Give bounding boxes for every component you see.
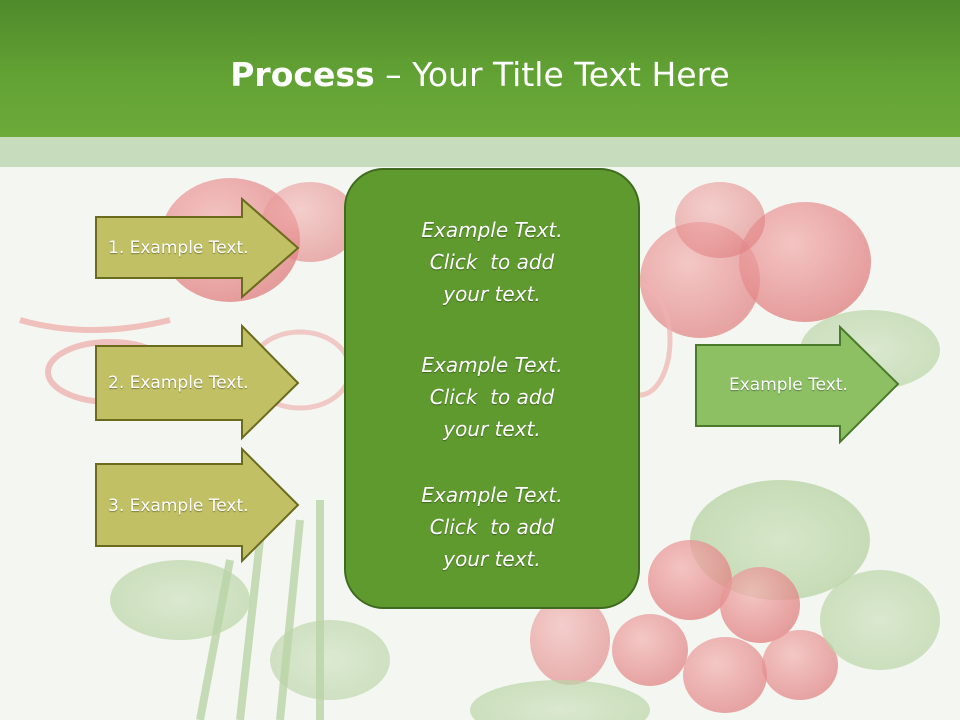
center-line: Click to add xyxy=(429,385,555,409)
center-line: Click to add xyxy=(429,250,555,274)
step-label-3: 3. Example Text. xyxy=(108,495,249,516)
output-arrow[interactable]: Example Text. xyxy=(695,324,900,445)
center-line: Example Text. xyxy=(421,353,563,377)
step-label-1: 1. Example Text. xyxy=(108,238,249,258)
step-arrow-2[interactable]: 2. Example Text. xyxy=(95,323,300,441)
slide-title[interactable]: Process – Your Title Text Here xyxy=(0,50,960,100)
output-label: Example Text. xyxy=(729,375,848,395)
center-text-block-1: Example Text. Click to add your text. xyxy=(346,214,638,310)
center-text-block-2: Example Text. Click to add your text. xyxy=(346,349,638,445)
center-line: Example Text. xyxy=(421,483,563,507)
output-arrow-shape xyxy=(695,324,900,445)
center-line: your text. xyxy=(443,417,541,441)
arrow-shape-1 xyxy=(95,196,300,300)
center-line: Click to add xyxy=(429,515,555,539)
arrow-shape-3 xyxy=(95,446,300,564)
arrow-shape-2 xyxy=(95,323,300,441)
title-header xyxy=(0,0,960,137)
step-label-2: 2. Example Text. xyxy=(108,372,249,393)
title-bold-part: Process xyxy=(230,55,375,94)
center-line: Example Text. xyxy=(421,218,563,242)
title-rest-part: – Your Title Text Here xyxy=(374,55,730,94)
center-line: your text. xyxy=(443,547,541,571)
center-text-block-3: Example Text. Click to add your text. xyxy=(346,479,638,575)
center-line: your text. xyxy=(443,282,541,306)
center-text-box[interactable]: Example Text. Click to add your text. Ex… xyxy=(344,168,640,609)
step-arrow-3[interactable]: 3. Example Text. xyxy=(95,446,300,564)
step-arrow-1[interactable]: 1. Example Text. xyxy=(95,196,300,300)
header-accent-band xyxy=(0,137,960,167)
